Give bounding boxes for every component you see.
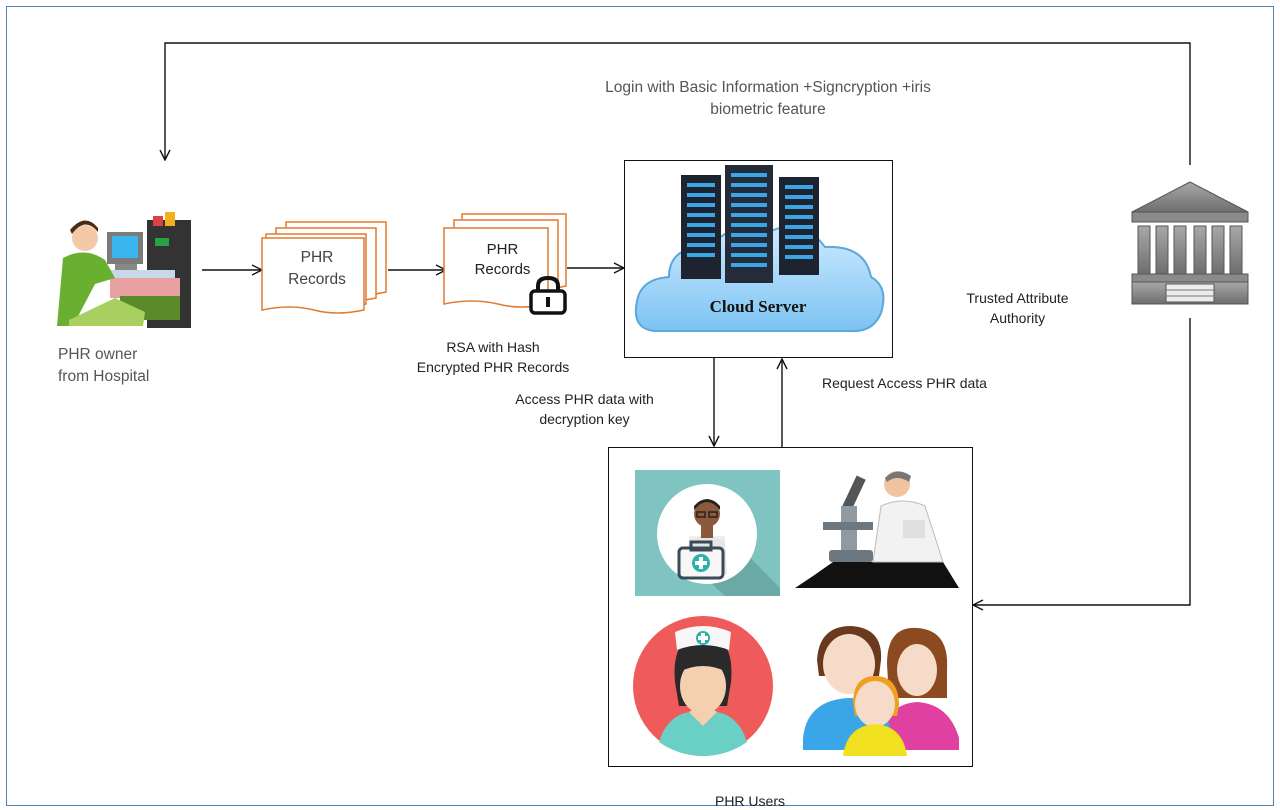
authority-label: Trusted Attribute Authority bbox=[940, 288, 1095, 328]
microscope-scientist-icon bbox=[793, 466, 959, 594]
bank-building-icon bbox=[1131, 181, 1249, 305]
encryption-label: RSA with Hash Encrypted PHR Records bbox=[398, 337, 588, 377]
authority-to-users-arrow bbox=[973, 318, 1191, 605]
authority-label-line1: Trusted Attribute bbox=[966, 290, 1069, 306]
login-label: Login with Basic Information +Signcrypti… bbox=[548, 77, 988, 121]
records-encrypted-line2: Records bbox=[474, 261, 531, 278]
owner-label-line1: PHR owner bbox=[58, 346, 138, 363]
request-label: Request Access PHR data bbox=[822, 375, 987, 391]
encryption-label-line1: RSA with Hash bbox=[446, 339, 540, 355]
cloud-server-label: Cloud Server bbox=[709, 297, 807, 316]
nurse-icon bbox=[633, 616, 773, 756]
computer-user-icon bbox=[57, 212, 191, 328]
phr-users-box bbox=[608, 447, 973, 767]
login-label-line2: biometric feature bbox=[710, 101, 826, 118]
phr-users-label: PHR Users bbox=[714, 793, 785, 809]
cloud-server-box: Cloud Server bbox=[624, 160, 893, 358]
owner-label: PHR owner from Hospital bbox=[58, 344, 149, 388]
owner-label-line2: from Hospital bbox=[58, 368, 150, 385]
access-label-line1: Access PHR data with bbox=[515, 391, 654, 407]
access-label-line2: decryption key bbox=[539, 411, 630, 427]
authority-label-line2: Authority bbox=[989, 310, 1046, 326]
records-encrypted-line1: PHR bbox=[486, 241, 519, 258]
access-label: Access PHR data with decryption key bbox=[492, 389, 677, 429]
encryption-label-line2: Encrypted PHR Records bbox=[416, 359, 570, 375]
server-cloud-icon bbox=[634, 165, 885, 333]
records-encrypted-label: PHR Records bbox=[450, 240, 555, 280]
padlock-icon bbox=[529, 275, 567, 315]
login-arrow bbox=[165, 42, 1191, 165]
diagram-frame bbox=[6, 6, 1274, 806]
records-plain-label: PHR Records bbox=[262, 247, 372, 291]
login-label-line1: Login with Basic Information +Signcrypti… bbox=[605, 79, 931, 96]
records-plain-line2: Records bbox=[288, 271, 346, 288]
encrypted-document-stack-icon bbox=[443, 213, 567, 308]
family-icon bbox=[803, 626, 959, 756]
document-stack-icon bbox=[261, 221, 387, 314]
doctor-icon bbox=[635, 470, 780, 596]
records-plain-line1: PHR bbox=[300, 249, 334, 266]
